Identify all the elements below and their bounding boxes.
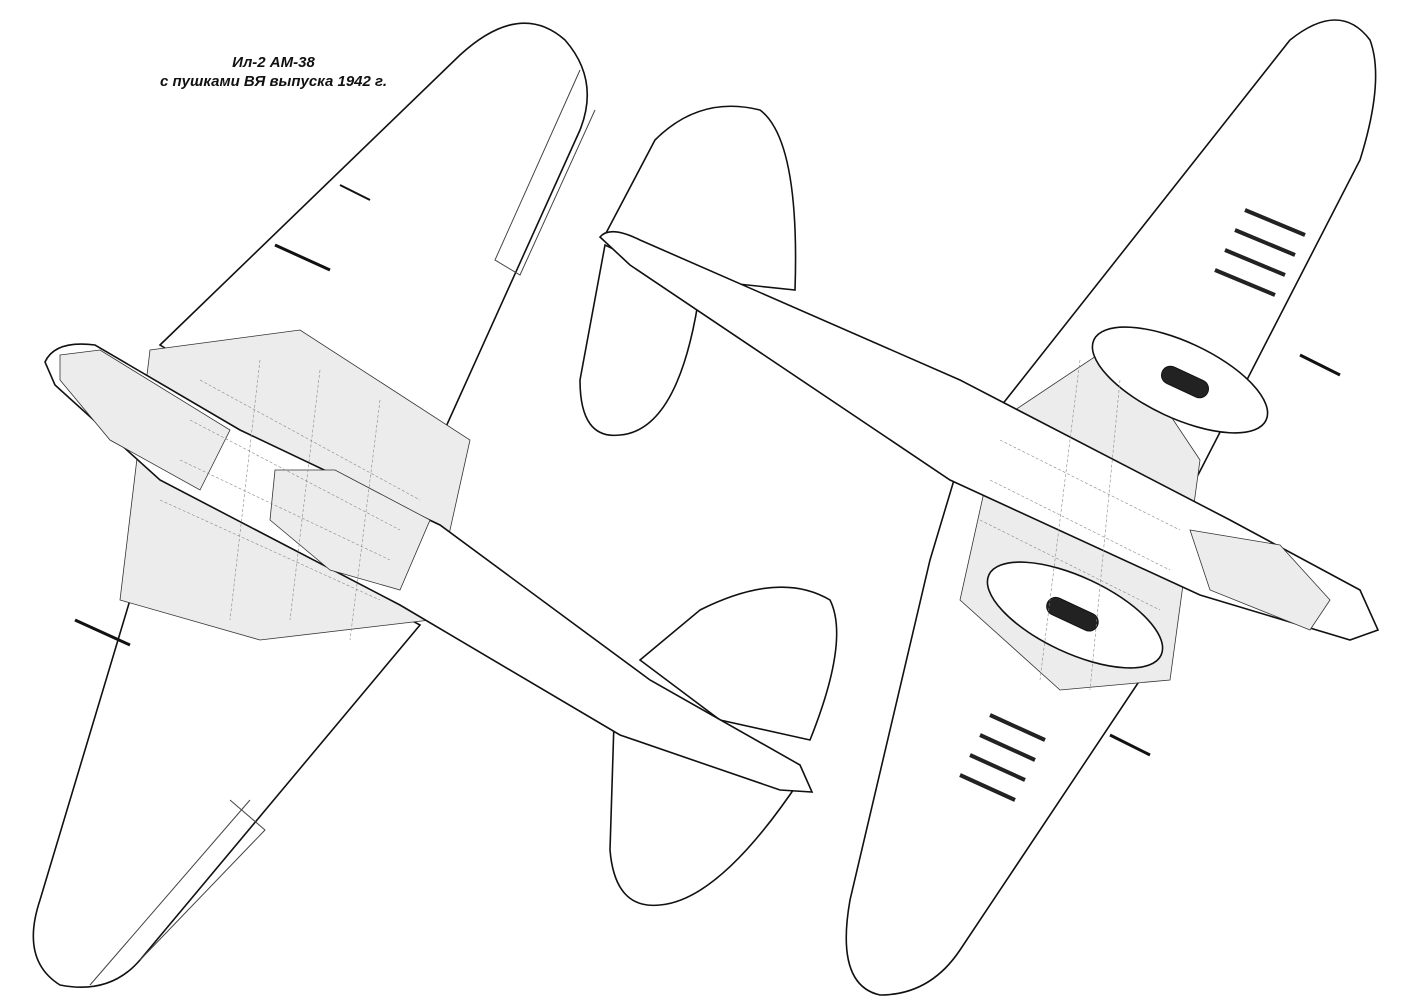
aircraft-top-view xyxy=(32,22,838,988)
wheel-well-upper xyxy=(1160,365,1210,399)
cannon-upper xyxy=(274,243,331,272)
pitot-tube xyxy=(339,184,371,201)
rocket-rails-upper xyxy=(1214,208,1306,297)
lower-wing xyxy=(845,458,1162,996)
upper-tailplane xyxy=(638,586,838,741)
panel-lines xyxy=(159,359,421,641)
fuselage xyxy=(598,230,1380,641)
title-line-2: с пушками ВЯ выпуска 1942 г. xyxy=(160,73,387,90)
wheel-well-lower xyxy=(1046,596,1099,632)
cannon-lower xyxy=(1109,733,1151,757)
upper-tailplane xyxy=(603,105,797,291)
title-line-1: Ил-2 АМ-38 xyxy=(232,54,315,71)
cannon-lower xyxy=(74,618,131,647)
aircraft-bottom-view xyxy=(579,19,1380,996)
cannon-upper xyxy=(1299,353,1341,377)
fuselage xyxy=(44,343,814,793)
engine-cowling xyxy=(59,349,231,491)
aileron-upper xyxy=(494,69,596,276)
panel-lines xyxy=(979,359,1181,691)
rocket-rails-lower xyxy=(959,713,1046,802)
radiator-intake xyxy=(1189,529,1331,631)
aileron-lower xyxy=(89,799,266,986)
drawing-title: Ил-2 АМ-38 с пушками ВЯ выпуска 1942 г. xyxy=(160,53,387,91)
